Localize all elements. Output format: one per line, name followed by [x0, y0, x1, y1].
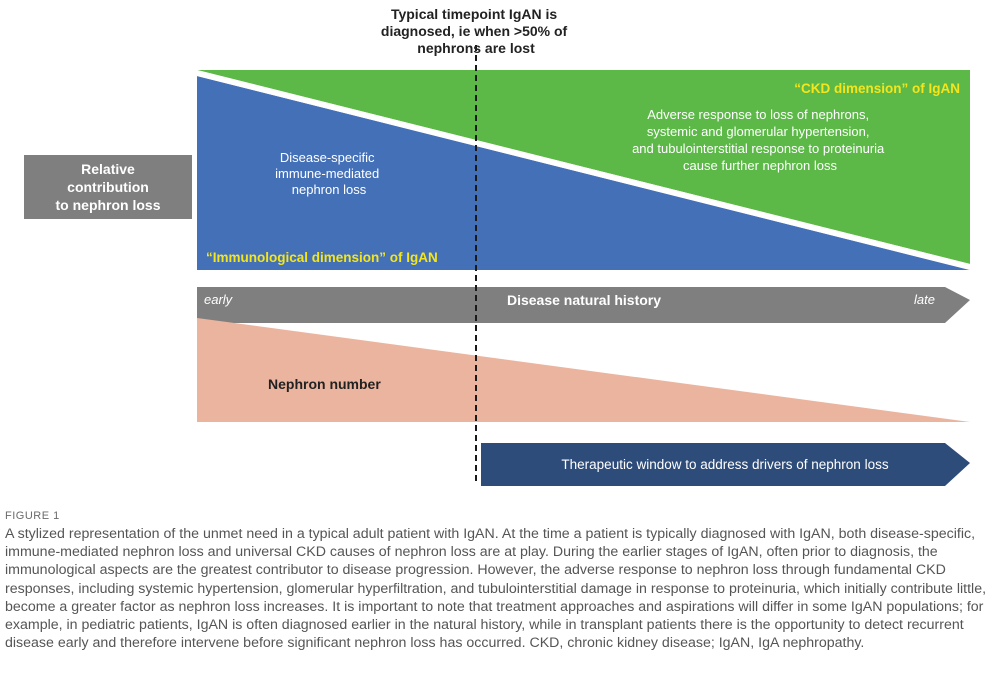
therapeutic-window-arrow — [481, 443, 970, 486]
relative-contribution-label: Relative contribution to nephron loss — [24, 155, 192, 219]
timeline-label: Disease natural history — [507, 292, 661, 308]
top-annotation-line-2: diagnosed, ie when >50% of — [381, 23, 568, 39]
nephron-number-wedge — [197, 318, 970, 422]
figure-caption: A stylized representation of the unmet n… — [5, 526, 987, 652]
ckd-title: “CKD dimension” of IgAN — [794, 81, 960, 96]
top-annotation: Typical timepoint IgAN is diagnosed, ie … — [381, 6, 571, 56]
therapeutic-label: Therapeutic window to address drivers of… — [561, 457, 888, 472]
immunological-text: Disease-specific immune-mediated nephron… — [275, 150, 383, 197]
immunological-title: “Immunological dimension” of IgAN — [206, 250, 438, 265]
top-annotation-line-1: Typical timepoint IgAN is — [391, 6, 557, 22]
immunological-text-line-1: Disease-specific — [280, 150, 375, 165]
ckd-text-line-3: and tubulointerstitial response to prote… — [632, 141, 885, 156]
immunological-text-line-2: immune-mediated — [275, 166, 379, 181]
ckd-text-line-4: cause further nephron loss — [683, 158, 837, 173]
figure-label: FIGURE 1 — [5, 510, 60, 522]
top-annotation-line-3: nephrons are lost — [417, 40, 535, 56]
region-separator — [196, 70, 971, 270]
ckd-text: Adverse response to loss of nephrons, sy… — [632, 107, 888, 173]
ckd-text-line-1: Adverse response to loss of nephrons, — [647, 107, 869, 122]
nephron-label: Nephron number — [268, 376, 381, 392]
timeline-start: early — [204, 292, 234, 307]
diagram: Typical timepoint IgAN is diagnosed, ie … — [196, 6, 971, 486]
immunological-text-line-3: nephron loss — [292, 182, 367, 197]
timeline-end: late — [914, 292, 935, 307]
ckd-text-line-2: systemic and glomerular hypertension, — [647, 124, 870, 139]
natural-history-arrow — [197, 287, 970, 323]
